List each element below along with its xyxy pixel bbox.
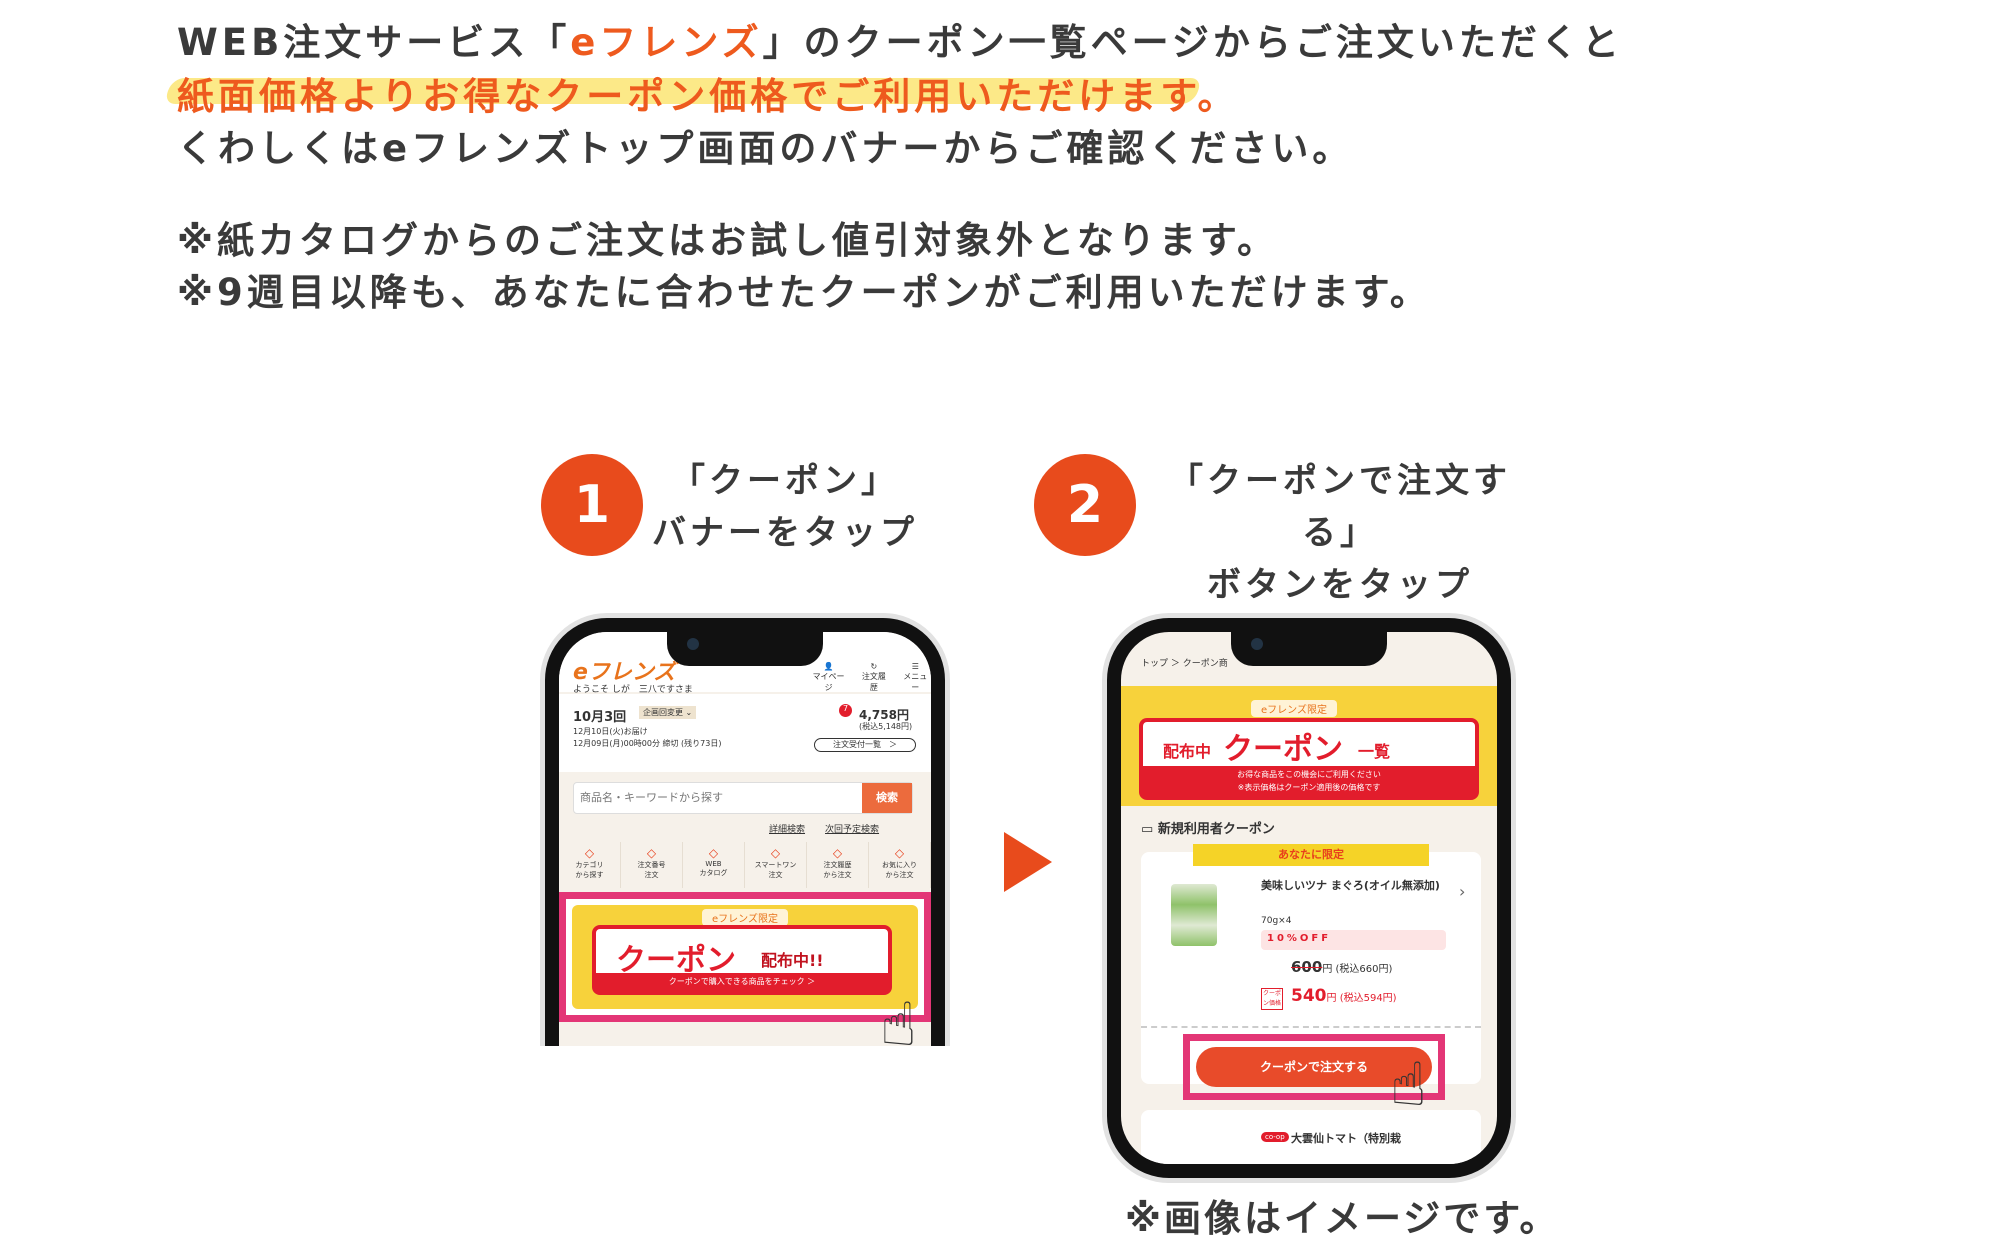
menu-item[interactable]: ◇WEB カタログ bbox=[683, 842, 745, 888]
book-icon: ◇ bbox=[708, 846, 719, 860]
old-price: 600 bbox=[1291, 958, 1323, 976]
next-arrow-icon bbox=[1004, 832, 1052, 892]
round-change-button[interactable]: 企画回変更 ⌄ bbox=[639, 706, 697, 719]
banner-sub: クーポンで購入できる商品をチェック ＞ bbox=[596, 973, 888, 991]
intro-line-1: WEB注文サービス「eフレンズ」のクーポン一覧ページからご注文いただくと bbox=[177, 21, 1623, 64]
menu-item[interactable]: ◇注文履歴 から注文 bbox=[807, 842, 869, 888]
old-unit: 円 bbox=[1322, 964, 1333, 975]
next-search-link[interactable]: 次回予定検索 bbox=[825, 825, 880, 835]
coupon-list-banner: eフレンズ限定 配布中 クーポン 一覧 お得な商品をこの機会にご利用ください ※表… bbox=[1121, 686, 1497, 806]
delivery-date: 12月10日(火)お届け bbox=[573, 727, 648, 736]
cart-tax: (税込5,148円) bbox=[859, 722, 913, 731]
banner-tag: eフレンズ限定 bbox=[702, 909, 788, 926]
chevron-right-icon[interactable]: › bbox=[1459, 882, 1466, 901]
step-1-badge: 1 bbox=[541, 454, 643, 556]
phone-notch bbox=[667, 632, 823, 666]
new-unit: 円 bbox=[1326, 993, 1337, 1004]
order-with-coupon-button[interactable]: クーポンで注文する bbox=[1196, 1047, 1432, 1087]
menu-item-label: 注文番号 注文 bbox=[637, 861, 666, 879]
discount-badge: 10%OFF bbox=[1261, 930, 1446, 950]
banner-sub-2: ※表示価格はクーポン適用後の価格です bbox=[1237, 783, 1381, 792]
banner-pre: 配布中 bbox=[1163, 742, 1212, 761]
phone-1-screen: eフレンズ ようこそ しが 三八ですさま 👤マイページ ↻注文履歴 ☰メニュー … bbox=[545, 618, 945, 1138]
next-product-name: 大雲仙トマト（特別栽 bbox=[1291, 1132, 1401, 1145]
banner-title: クーポン bbox=[1223, 732, 1343, 767]
menu-item[interactable]: ◇お気に入り から注文 bbox=[869, 842, 931, 888]
yen-history-icon: ◇ bbox=[832, 846, 843, 860]
highlight-frame: クーポンで注文する bbox=[1183, 1034, 1445, 1100]
welcome-text: ようこそ しが 三八ですさま bbox=[573, 685, 693, 695]
coupon-banner[interactable]: eフレンズ限定 クーポン 配布中!! クーポンで購入できる商品をチェック ＞ bbox=[572, 905, 918, 1009]
heart-icon: ◇ bbox=[894, 846, 905, 860]
intro-line-3: くわしくはeフレンズトップ画面のバナーからご確認ください。 bbox=[177, 127, 1354, 170]
banner-title: クーポン bbox=[616, 943, 736, 978]
arrow-icon: ◇ bbox=[770, 846, 781, 860]
intro-line-2: 紙面価格よりお得なクーポン価格でご利用いただけます。 bbox=[177, 75, 1239, 118]
coupon-price: 540 bbox=[1291, 986, 1327, 1006]
header-icons: 👤マイページ ↻注文履歴 ☰メニュー bbox=[809, 662, 931, 693]
product-size: 70g×4 bbox=[1261, 916, 1292, 926]
deadline: 12月09日(月)00時00分 締切 (残り73日) bbox=[573, 739, 722, 748]
coupon-card-2[interactable]: co-op 大雲仙トマト（特別栽 bbox=[1141, 1110, 1481, 1164]
old-tax: (税込660円) bbox=[1335, 964, 1393, 975]
cart-badge: 7 bbox=[839, 704, 852, 717]
banner-title-2: 配布中!! bbox=[761, 951, 824, 970]
section-title: ▭ 新規利用者クーポン bbox=[1141, 822, 1275, 837]
menu-item-label: お気に入り から注文 bbox=[882, 861, 917, 879]
menu-item[interactable]: ◇注文番号 注文 bbox=[621, 842, 683, 888]
history-icon[interactable]: ↻注文履歴 bbox=[861, 662, 886, 692]
search-button[interactable]: 検索 bbox=[862, 783, 912, 813]
banner-post: 一覧 bbox=[1358, 742, 1391, 761]
user-icon[interactable]: 👤マイページ bbox=[812, 662, 845, 692]
new-tax: (税込594円) bbox=[1339, 993, 1397, 1004]
breadcrumb[interactable]: トップ ＞ クーポン商 bbox=[1141, 659, 1228, 669]
coupon-price-label: クーポン価格 bbox=[1261, 988, 1283, 1010]
step-1-text: 「クーポン」バナーをタップ bbox=[652, 461, 918, 553]
tag-icon: ◇ bbox=[584, 846, 595, 860]
phone-2-screen: トップ ＞ クーポン商 eフレンズ限定 配布中 クーポン 一覧 お得な商品をこの… bbox=[1107, 618, 1511, 1178]
shortcut-menu: ◇カテゴリ から探す◇注文番号 注文◇WEB カタログ◇スマートワン 注文◇注文… bbox=[559, 842, 931, 888]
product-image[interactable] bbox=[1171, 884, 1217, 946]
menu-item-label: スマートワン 注文 bbox=[754, 861, 797, 879]
note-2: ※9週目以降も、あなたに合わせたクーポンがご利用いただけます。 bbox=[177, 271, 1431, 314]
efriends-logo: eフレンズ bbox=[573, 660, 676, 685]
tap-hand-icon: ☝ bbox=[1390, 1050, 1427, 1120]
step-2-text: 「クーポンで注文する」ボタンをタップ bbox=[1169, 461, 1511, 605]
menu-item[interactable]: ◇カテゴリ から探す bbox=[559, 842, 621, 888]
cart-total[interactable]: 4,758円 bbox=[859, 708, 909, 722]
banner-tag: eフレンズ限定 bbox=[1251, 700, 1337, 717]
banner-sub-1: お得な商品をこの機会にご利用ください bbox=[1237, 770, 1381, 779]
menu-item-label: 注文履歴 から注文 bbox=[823, 861, 852, 879]
tap-hand-icon: ☝ bbox=[880, 990, 917, 1060]
menu-item-label: カテゴリ から探す bbox=[575, 861, 604, 879]
advanced-search-link[interactable]: 詳細検索 bbox=[769, 825, 806, 835]
menu-item-label: WEB カタログ bbox=[699, 860, 728, 877]
menu-icon[interactable]: ☰メニュー bbox=[903, 662, 928, 692]
round-label: 10月3回 bbox=[573, 710, 627, 725]
order-list-button[interactable]: 注文受付一覧 ＞ bbox=[814, 738, 916, 752]
coop-logo: co-op bbox=[1261, 1132, 1289, 1142]
step-2-badge: 2 bbox=[1034, 454, 1136, 556]
product-name[interactable]: 美味しいツナ まぐろ(オイル無添加) bbox=[1261, 879, 1440, 892]
coupon-card: あなたに限定 美味しいツナ まぐろ(オイル無添加) › 70g×4 10%OFF… bbox=[1141, 844, 1481, 1084]
note-1: ※紙カタログからのご注文はお試し値引対象外となります。 bbox=[177, 219, 1279, 262]
image-caption: ※画像はイメージです。 bbox=[1125, 1197, 1560, 1240]
search-input[interactable] bbox=[580, 787, 850, 809]
menu-item[interactable]: ◇スマートワン 注文 bbox=[745, 842, 807, 888]
phone-notch bbox=[1231, 632, 1387, 666]
memo-icon: ◇ bbox=[646, 846, 657, 860]
ribbon: あなたに限定 bbox=[1193, 844, 1429, 866]
